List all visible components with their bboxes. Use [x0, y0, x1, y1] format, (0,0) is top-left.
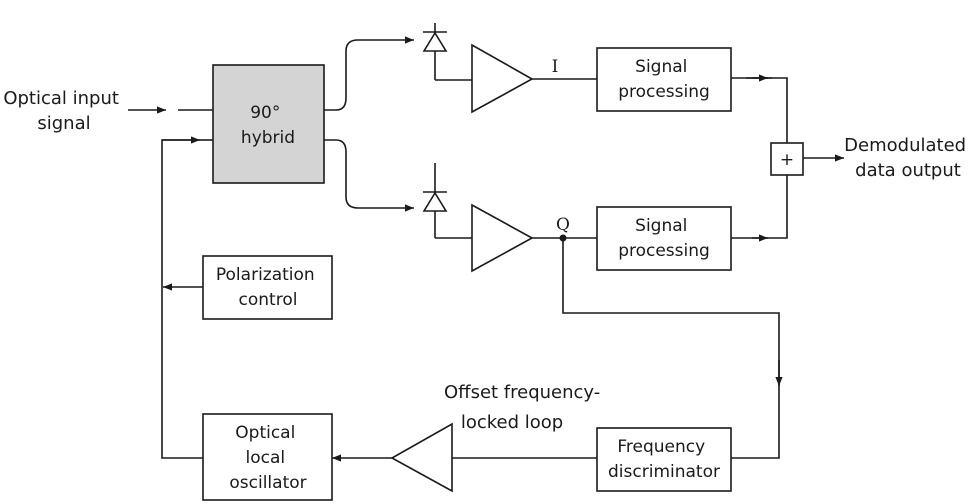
photodiode-upper-icon — [422, 23, 448, 80]
hybrid-90-block — [212, 64, 325, 184]
q-to-summer-vertical — [752, 175, 788, 239]
frequency-discriminator-block — [596, 427, 732, 492]
q-channel-label: Q — [556, 215, 570, 235]
output-label: Demodulated data output — [844, 135, 972, 181]
lo-feedback-path — [161, 139, 203, 459]
i-channel-label: I — [552, 57, 559, 77]
signal-processing-upper-label: Signal processing — [618, 57, 710, 102]
polarization-control-label: Polarization control — [216, 265, 320, 310]
hybrid-90-label: 90° hybrid — [241, 103, 295, 148]
amplifier-i-icon — [471, 43, 534, 114]
i-to-summer-vertical — [752, 77, 788, 143]
signal-processing-lower-label: Signal processing — [618, 216, 710, 261]
frequency-discriminator-label: Frequency discriminator — [608, 437, 720, 482]
input-signal-label: Optical input signal — [3, 88, 124, 134]
photodiode-lower-icon — [422, 163, 448, 238]
hybrid-output-upper-path — [324, 36, 414, 111]
loop-amplifier-icon — [390, 422, 453, 493]
amplifier-q-icon — [471, 203, 534, 273]
local-oscillator-block — [202, 413, 333, 501]
signal-processing-lower-block — [596, 206, 732, 271]
offset-loop-label: Offset frequency- locked loop — [444, 382, 606, 433]
summer-block — [770, 142, 804, 176]
hybrid-output-lower-path — [324, 139, 414, 212]
polarization-control-block — [202, 255, 333, 320]
local-oscillator-label: Optical local oscillator — [229, 423, 306, 493]
summer-symbol: + — [780, 150, 794, 170]
signal-processing-upper-block — [596, 47, 732, 112]
q-feedback-path — [562, 238, 780, 459]
